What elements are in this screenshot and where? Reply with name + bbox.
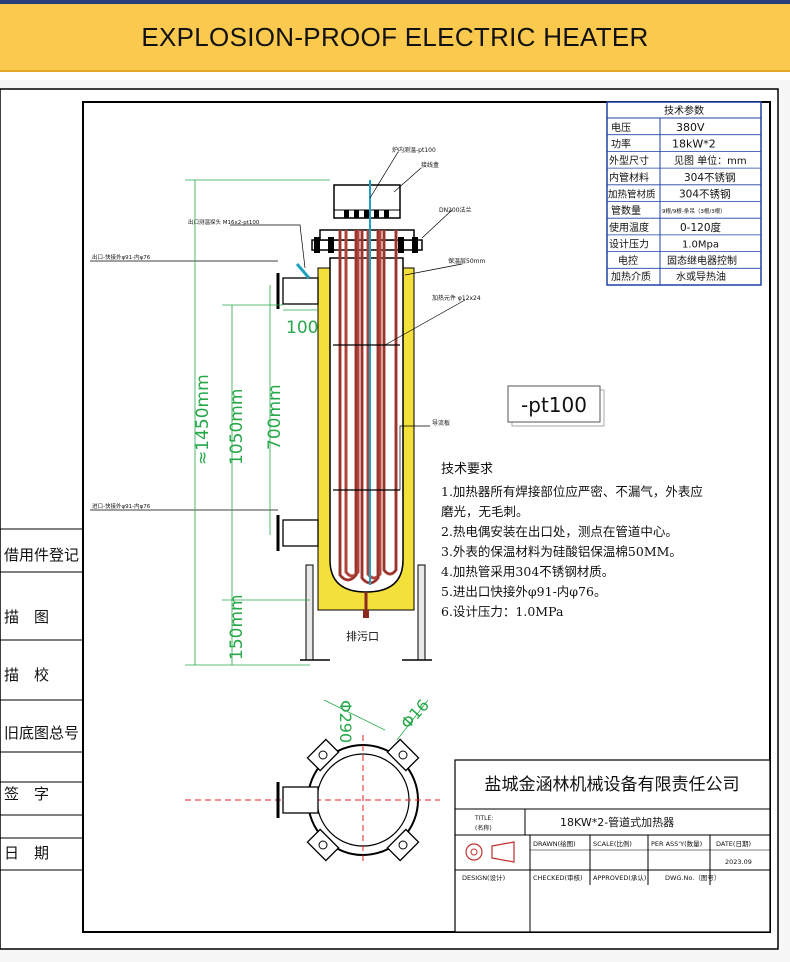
- title-label-cn: (名称): [475, 824, 492, 832]
- requirements-title: 技术要求: [441, 462, 493, 477]
- spec-value: 380V: [676, 121, 705, 134]
- spec-label: 内管材料: [609, 171, 649, 184]
- date-label: DATE(日期): [716, 840, 751, 848]
- side-label-trace: 描 图: [4, 608, 49, 626]
- technical-requirements: 技术要求 1.加热器所有焊接部位应严密、不漏气，外表应 磨光，无毛刺。 2.热电…: [441, 462, 703, 619]
- spec-value: 固态继电器控制: [667, 254, 737, 267]
- label-insulation: 保温层50mm: [448, 257, 485, 265]
- technical-drawing: 借用件登记 描 图 描 校 旧底图总号 签 字 日 期 技术参数 电压 380V…: [0, 88, 779, 950]
- drawn-label: DRAWN(绘图): [533, 839, 576, 848]
- dim-pipe: 100: [286, 318, 318, 338]
- dim-leg: 150mm: [227, 594, 247, 660]
- spec-value: 水或导热油: [676, 270, 726, 283]
- dim-overall: ≈1450mm: [193, 374, 213, 465]
- spec-label: 设计压力: [609, 238, 649, 251]
- title-block: 盐城金涵林机械设备有限责任公司 TITLE: (名称) 18KW*2-管道式加热…: [454, 759, 771, 933]
- drawing-sheet: 借用件登记 描 图 描 校 旧底图总号 签 字 日 期 技术参数 电压 380V…: [0, 80, 790, 962]
- side-label-borrow: 借用件登记: [4, 546, 79, 564]
- per-assy-label: PER ASS'Y(数量): [651, 839, 702, 848]
- label-inlet: 进口-快接外φ91-内φ76: [92, 502, 151, 510]
- spec-value: 18kW*2: [672, 138, 716, 151]
- side-label-sign: 签 字: [4, 785, 49, 803]
- requirement-item: 6.设计压力：1.0MPa: [441, 604, 564, 619]
- drawing-title: 18KW*2-管道式加热器: [560, 815, 674, 829]
- requirement-item: 1.加热器所有焊接部位应严密、不漏气，外表应: [441, 484, 703, 499]
- heater-vessel: [276, 180, 432, 661]
- title-label: TITLE:: [474, 815, 493, 822]
- dwg-no-label: DWG.No.（图号）: [665, 874, 720, 882]
- leader-lines: [90, 151, 466, 511]
- banner: EXPLOSION-PROOF ELECTRIC HEATER: [0, 4, 790, 72]
- pt100-callout: -pt100: [521, 393, 587, 417]
- projection-symbol-icon: [465, 841, 515, 863]
- spec-value: 0-120度: [680, 221, 722, 234]
- scale-label: SCALE(比例): [593, 839, 632, 848]
- label-top-sensor: 炉内测温-pt100: [392, 146, 436, 154]
- dim-diameter: Φ290: [336, 700, 355, 743]
- label-outlet-sensor: 出口测温探头 M16x2-pt100: [188, 218, 260, 226]
- spec-label: 管数量: [611, 204, 641, 217]
- spec-label: 电控: [618, 254, 638, 267]
- spec-table: 技术参数 电压 380V 功率 18kW*2 外型尺寸 见图 单位：mm 内管材…: [606, 101, 762, 286]
- side-label-date: 日 期: [4, 844, 49, 862]
- requirement-item: 3.外表的保温材料为硅酸铝保温棉50MM。: [441, 544, 682, 559]
- banner-title: EXPLOSION-PROOF ELECTRIC HEATER: [141, 21, 649, 52]
- approved-label: APPROVED(承认): [593, 873, 646, 882]
- spec-label: 加热管材质: [608, 189, 656, 201]
- outlet-nozzle: [282, 277, 319, 305]
- spec-label: 使用温度: [609, 221, 649, 234]
- spec-value: 304不锈钢: [684, 171, 736, 184]
- requirement-item: 磨光，无毛刺。: [441, 504, 529, 519]
- dimension-lines: [185, 179, 330, 666]
- side-label-old-no: 旧底图总号: [4, 724, 79, 742]
- label-baffle: 导流板: [432, 419, 450, 427]
- spec-header: 技术参数: [664, 104, 704, 117]
- requirement-item: 4.加热管采用304不锈钢材质。: [441, 564, 614, 579]
- spec-value: 9根/9根-条吊（3根/3根）: [662, 207, 726, 215]
- label-element: 加热元件 φ12x24: [432, 294, 481, 302]
- label-drain: 排污口: [346, 629, 379, 643]
- inner-frame: [82, 101, 771, 933]
- spec-label: 外型尺寸: [609, 154, 649, 167]
- label-outlet: 出口-快接外φ91-内φ76: [92, 253, 151, 261]
- label-flange: DN200法兰: [439, 206, 472, 214]
- top-strip: [0, 0, 790, 4]
- label-junction-box: 接线盒: [421, 161, 439, 169]
- requirement-item: 5.进出口快接外φ91-内φ76。: [441, 584, 606, 599]
- date-value: 2023.09: [725, 858, 752, 866]
- spec-value: 304不锈钢: [679, 188, 731, 201]
- spec-label: 功率: [611, 138, 631, 151]
- dim-body: 1050mm: [227, 389, 247, 465]
- dimension-texts: ≈1450mm 1050mm 700mm 150mm 100: [193, 318, 318, 660]
- company-name: 盐城金涵林机械设备有限责任公司: [485, 775, 740, 795]
- spec-value: 见图 单位：mm: [674, 154, 747, 167]
- inlet-nozzle: [282, 519, 319, 547]
- spec-label: 加热介质: [611, 270, 651, 283]
- design-label: DESIGN(设计): [462, 873, 505, 882]
- requirement-item: 2.热电偶安装在出口处，测点在管道中心。: [441, 524, 678, 539]
- side-label-check: 描 校: [4, 666, 49, 684]
- spec-label: 电压: [611, 121, 631, 134]
- dim-nozzle: 700mm: [265, 384, 285, 450]
- spec-value: 1.0Mpa: [682, 240, 719, 251]
- checked-label: CHECKED(审核): [533, 873, 583, 882]
- side-strip: 借用件登记 描 图 描 校 旧底图总号 签 字 日 期: [0, 528, 83, 871]
